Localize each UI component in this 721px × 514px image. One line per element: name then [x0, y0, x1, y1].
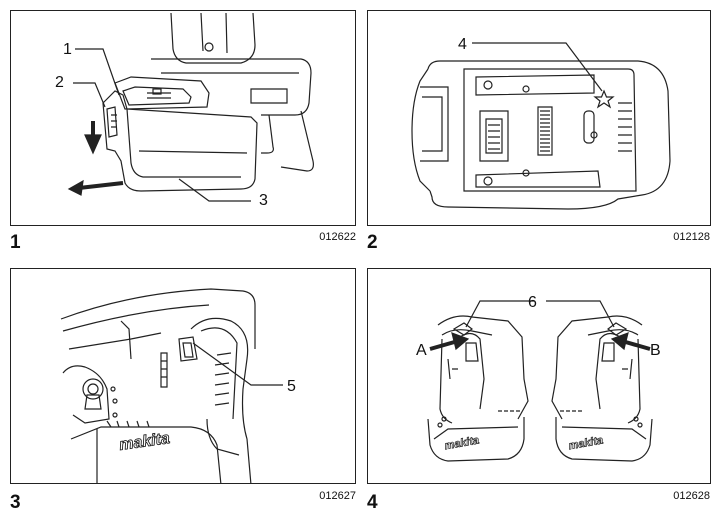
callout-3: 3 — [259, 192, 268, 209]
figure-1-panel: 1 2 3 — [10, 10, 356, 226]
figure-4-code: 012628 — [673, 490, 710, 502]
callout-2: 2 — [55, 74, 64, 91]
figure-3-illustration: makita — [60, 288, 283, 483]
callout-6: 6 — [528, 294, 537, 311]
callout-5: 5 — [287, 378, 296, 395]
figure-3-code: 012627 — [319, 490, 356, 502]
callout-4: 4 — [458, 36, 467, 53]
figure-1-number: 1 — [10, 232, 21, 253]
callout-A: A — [416, 342, 427, 359]
figure-3-panel: makita 5 — [10, 268, 356, 484]
figure-1-illustration — [67, 12, 314, 202]
callout-1: 1 — [63, 41, 72, 58]
callout-B: B — [650, 342, 661, 359]
figure-4-panel: makita makita 6 A B — [367, 268, 711, 484]
figure-4-number: 4 — [367, 492, 378, 513]
figure-2-code: 012128 — [673, 231, 710, 243]
svg-text:makita: makita — [118, 430, 171, 454]
svg-text:makita: makita — [444, 434, 480, 452]
figure-1-code: 012622 — [319, 231, 356, 243]
figure-4-illustration: makita makita — [427, 300, 653, 462]
figure-3-number: 3 — [10, 492, 21, 513]
figure-2-number: 2 — [367, 232, 378, 253]
figure-2-illustration — [411, 42, 671, 210]
figure-2-panel: 4 — [367, 10, 711, 226]
svg-text:makita: makita — [568, 434, 604, 452]
